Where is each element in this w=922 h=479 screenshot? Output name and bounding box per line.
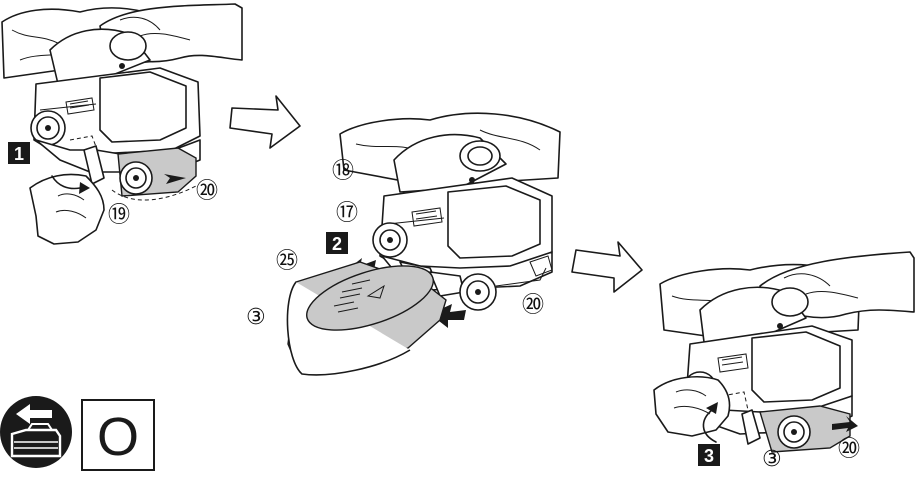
step-arrow-icon (229, 95, 301, 149)
step-3-number: 3 (704, 446, 714, 466)
step-2-badge: 2 (326, 232, 348, 254)
step-3-badge: 3 (698, 444, 720, 466)
callout-18: ⑱ (332, 159, 354, 184)
callout-20-panel1: ⑳ (196, 179, 218, 204)
panel-2-install-belt (286, 112, 561, 376)
step-2-number: 2 (332, 234, 342, 254)
battery-removal-icon (0, 396, 72, 468)
callout-3-panel3: ③ (762, 447, 782, 472)
callout-25: ㉕ (276, 249, 298, 274)
step-1-number: 1 (14, 144, 24, 164)
step-1-badge: 1 (8, 142, 30, 164)
mode-symbol: O (97, 407, 139, 467)
callout-17: ⑰ (336, 201, 358, 226)
callout-20-panel3: ⑳ (838, 437, 860, 462)
panel-1-open-lever (1, 3, 243, 245)
callout-19: ⑲ (108, 203, 130, 228)
callout-20-panel2: ⑳ (522, 293, 544, 318)
step-arrow-icon (571, 241, 643, 293)
callout-3-panel2: ③ (246, 305, 266, 330)
panel-3-close-lever (653, 251, 915, 453)
mode-symbol-box: O (81, 399, 155, 471)
